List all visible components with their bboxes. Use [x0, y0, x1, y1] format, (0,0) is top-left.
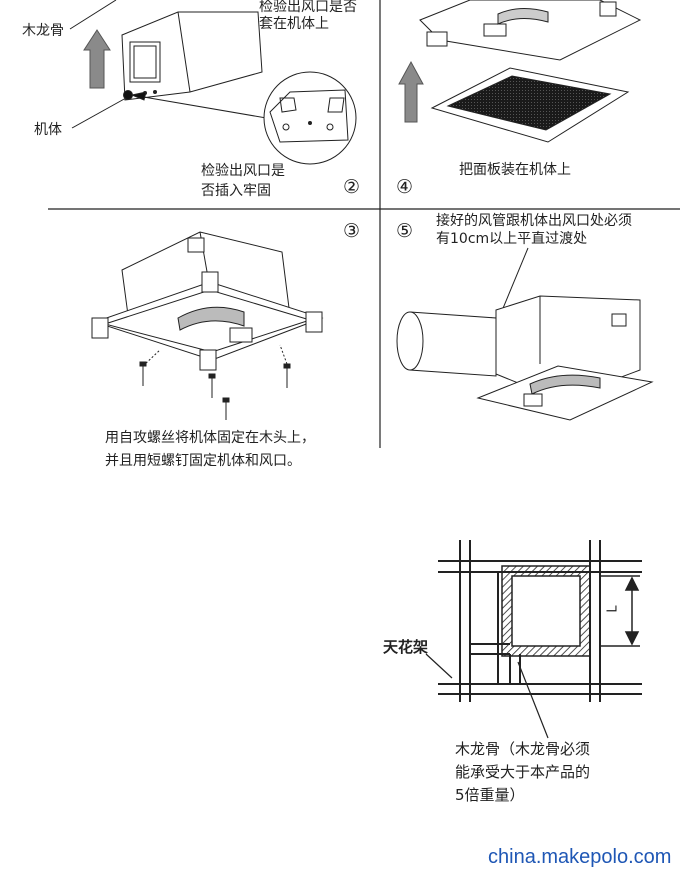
- panel-install-caption: 把面板装在机体上: [459, 162, 571, 178]
- dimension-marker: [600, 575, 640, 647]
- keel-note-line3: 5倍重量）: [455, 786, 525, 804]
- dimension-label: L: [605, 605, 621, 613]
- keel-square: [501, 565, 591, 657]
- frame-leader-lines: [425, 653, 549, 739]
- step-number-4: ④: [396, 176, 414, 198]
- check-outlet-bottom-line1: 检验出风口是: [201, 163, 285, 179]
- ceiling-frame-label: 天花架: [383, 638, 429, 656]
- screw-caption-line2: 并且用短螺钉固定机体和风口。: [105, 453, 301, 469]
- keel-note-line2: 能承受大于本产品的: [455, 763, 591, 781]
- panel4-illustration: [396, 247, 654, 421]
- panel3-illustration: [91, 231, 324, 420]
- step-number-5: ⑤: [396, 220, 414, 242]
- duct-caption-line2: 有10cm以上平直过渡处: [436, 231, 588, 247]
- body-label: 机体: [34, 122, 62, 138]
- watermark-text: china.makepolo.com: [488, 846, 672, 868]
- panel2-illustration: [398, 0, 642, 143]
- keel-note-line1: 木龙骨（木龙骨必须: [455, 740, 591, 758]
- step-number-3: ③: [343, 220, 361, 242]
- duct-caption-line1: 接好的风管跟机体出风口处必须: [436, 213, 632, 229]
- panel-dividers: [48, 0, 680, 448]
- check-outlet-top-line2: 套在机体上: [259, 16, 329, 32]
- panel1-illustration: [69, 0, 357, 165]
- check-outlet-bottom-line2: 否插入牢固: [201, 183, 271, 199]
- ceiling-frame-diagram: [438, 540, 642, 702]
- step-number-2: ②: [343, 176, 361, 198]
- screw-caption-line1: 用自攻螺丝将机体固定在木头上，: [105, 430, 315, 446]
- keel-label: 木龙骨: [22, 23, 64, 39]
- check-outlet-top-line1: 检验出风口是否: [259, 0, 357, 15]
